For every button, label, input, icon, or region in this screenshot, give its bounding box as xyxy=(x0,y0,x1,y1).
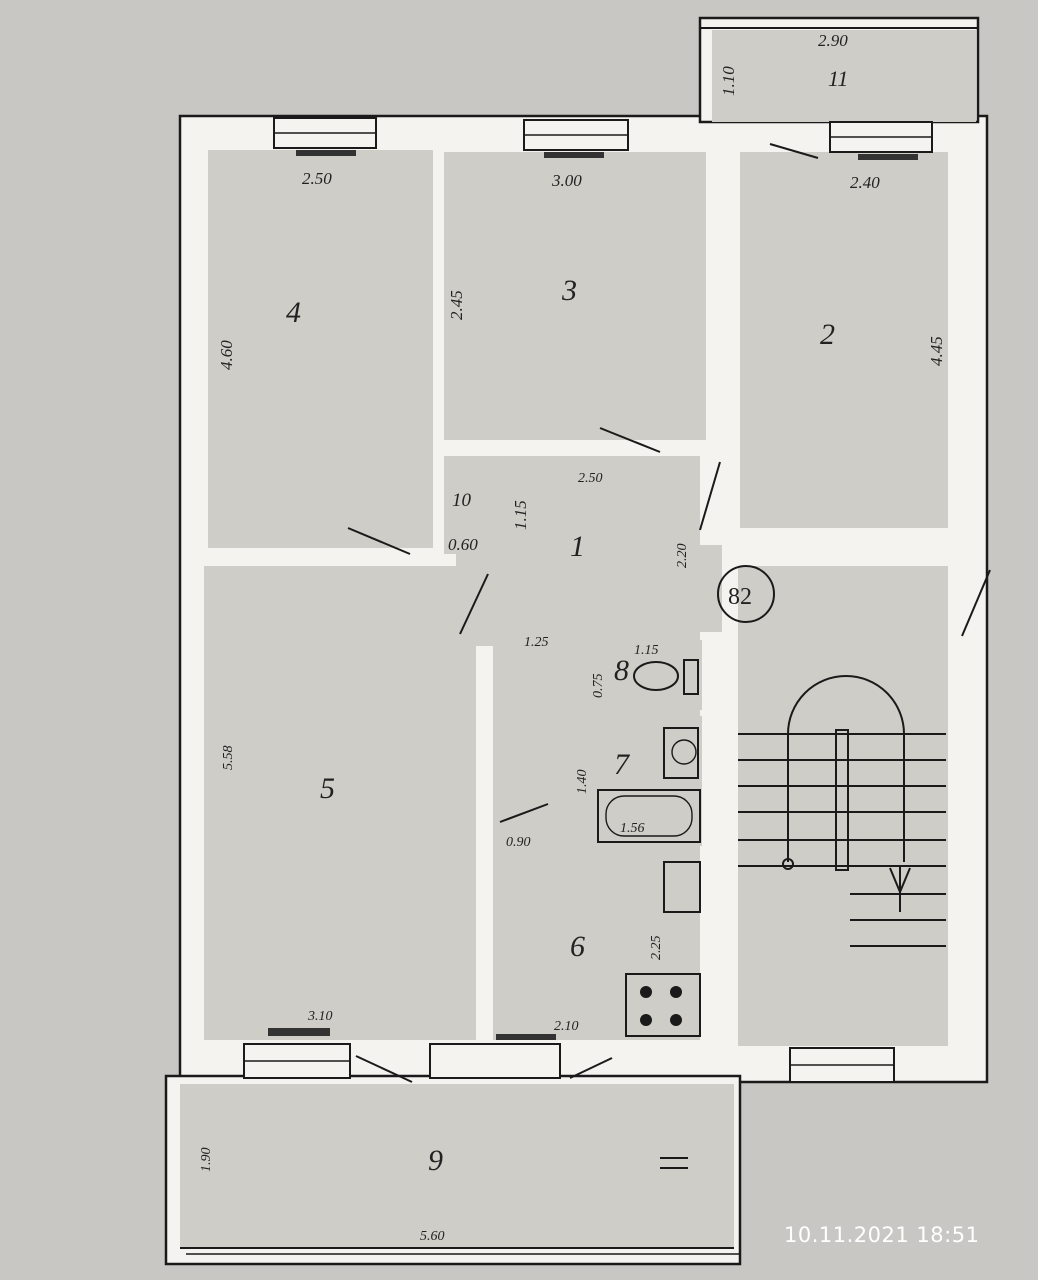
dim-room4-length: 4.60 xyxy=(217,340,236,370)
dim-room5-length: 5.58 xyxy=(221,746,236,771)
dim-bath-door: 0.90 xyxy=(506,835,531,850)
dim-corridor-width: 1.25 xyxy=(524,635,549,650)
wc-fixture xyxy=(633,659,699,695)
dim-room2-width: 2.40 xyxy=(850,173,880,192)
dim-closet-width: 0.60 xyxy=(448,535,478,554)
room-label-1: 1 xyxy=(570,530,585,563)
dim-kitchen-length: 2.25 xyxy=(649,936,664,961)
room-label-7: 7 xyxy=(614,748,631,781)
dim-room2-length: 4.45 xyxy=(927,336,946,366)
room-label-10: 10 xyxy=(452,490,472,511)
windows-bottom xyxy=(243,1028,895,1083)
dim-room4-width: 2.50 xyxy=(302,169,332,188)
dim-kitchen-width: 2.10 xyxy=(554,1019,579,1034)
room-label-9: 9 xyxy=(428,1144,443,1177)
room-label-4: 4 xyxy=(286,296,301,329)
dim-hall-width: 2.50 xyxy=(578,471,603,486)
dim-room3-length: 2.45 xyxy=(447,290,466,320)
balcony-11 xyxy=(698,16,980,124)
dim-hall-length: 2.20 xyxy=(675,544,690,569)
dim-balcony-depth: 1.90 xyxy=(199,1148,214,1173)
room-2-area xyxy=(740,152,948,528)
room-label-11: 11 xyxy=(828,66,848,91)
photo-timestamp: 10.11.2021 18:51 xyxy=(784,1223,979,1247)
bathtub-fixture xyxy=(597,789,701,843)
room-label-3: 3 xyxy=(561,274,577,307)
room-3-area xyxy=(444,152,706,440)
dim-wc-width: 1.15 xyxy=(634,643,659,658)
room-label-8: 8 xyxy=(614,654,629,687)
dim-bath-width: 1.56 xyxy=(620,821,645,836)
stove-fixture xyxy=(625,973,701,1037)
wc-8-area xyxy=(578,640,702,710)
doors xyxy=(347,143,991,1083)
closet-10-area xyxy=(444,456,492,554)
dim-room3-width: 3.00 xyxy=(551,171,582,190)
sink-fixture xyxy=(663,727,699,779)
apartment-number-circle xyxy=(717,565,775,623)
dim-balcony-width: 5.60 xyxy=(420,1229,445,1244)
room-4-area xyxy=(208,150,433,548)
apartment-number: 82 xyxy=(728,584,752,610)
balcony-9 xyxy=(164,1074,742,1266)
bath-7-area xyxy=(558,716,702,846)
room-label-5: 5 xyxy=(320,772,335,805)
dim-room5-width: 3.10 xyxy=(307,1009,333,1024)
dim-room11-width: 2.90 xyxy=(818,31,848,50)
dim-bath-length: 1.40 xyxy=(575,770,590,795)
outer-walls xyxy=(178,114,989,1084)
kitchen-sink-fixture xyxy=(663,861,701,913)
room-label-2: 2 xyxy=(820,318,835,351)
dim-room11-depth: 1.10 xyxy=(719,66,738,96)
dim-closet-length: 1.15 xyxy=(511,500,530,530)
room-5-area xyxy=(204,566,476,1040)
dim-wc-length: 0.75 xyxy=(591,674,606,699)
stair-area xyxy=(738,566,948,1046)
windows-top xyxy=(273,117,933,160)
room-label-6: 6 xyxy=(570,930,585,963)
staircase xyxy=(738,675,946,947)
